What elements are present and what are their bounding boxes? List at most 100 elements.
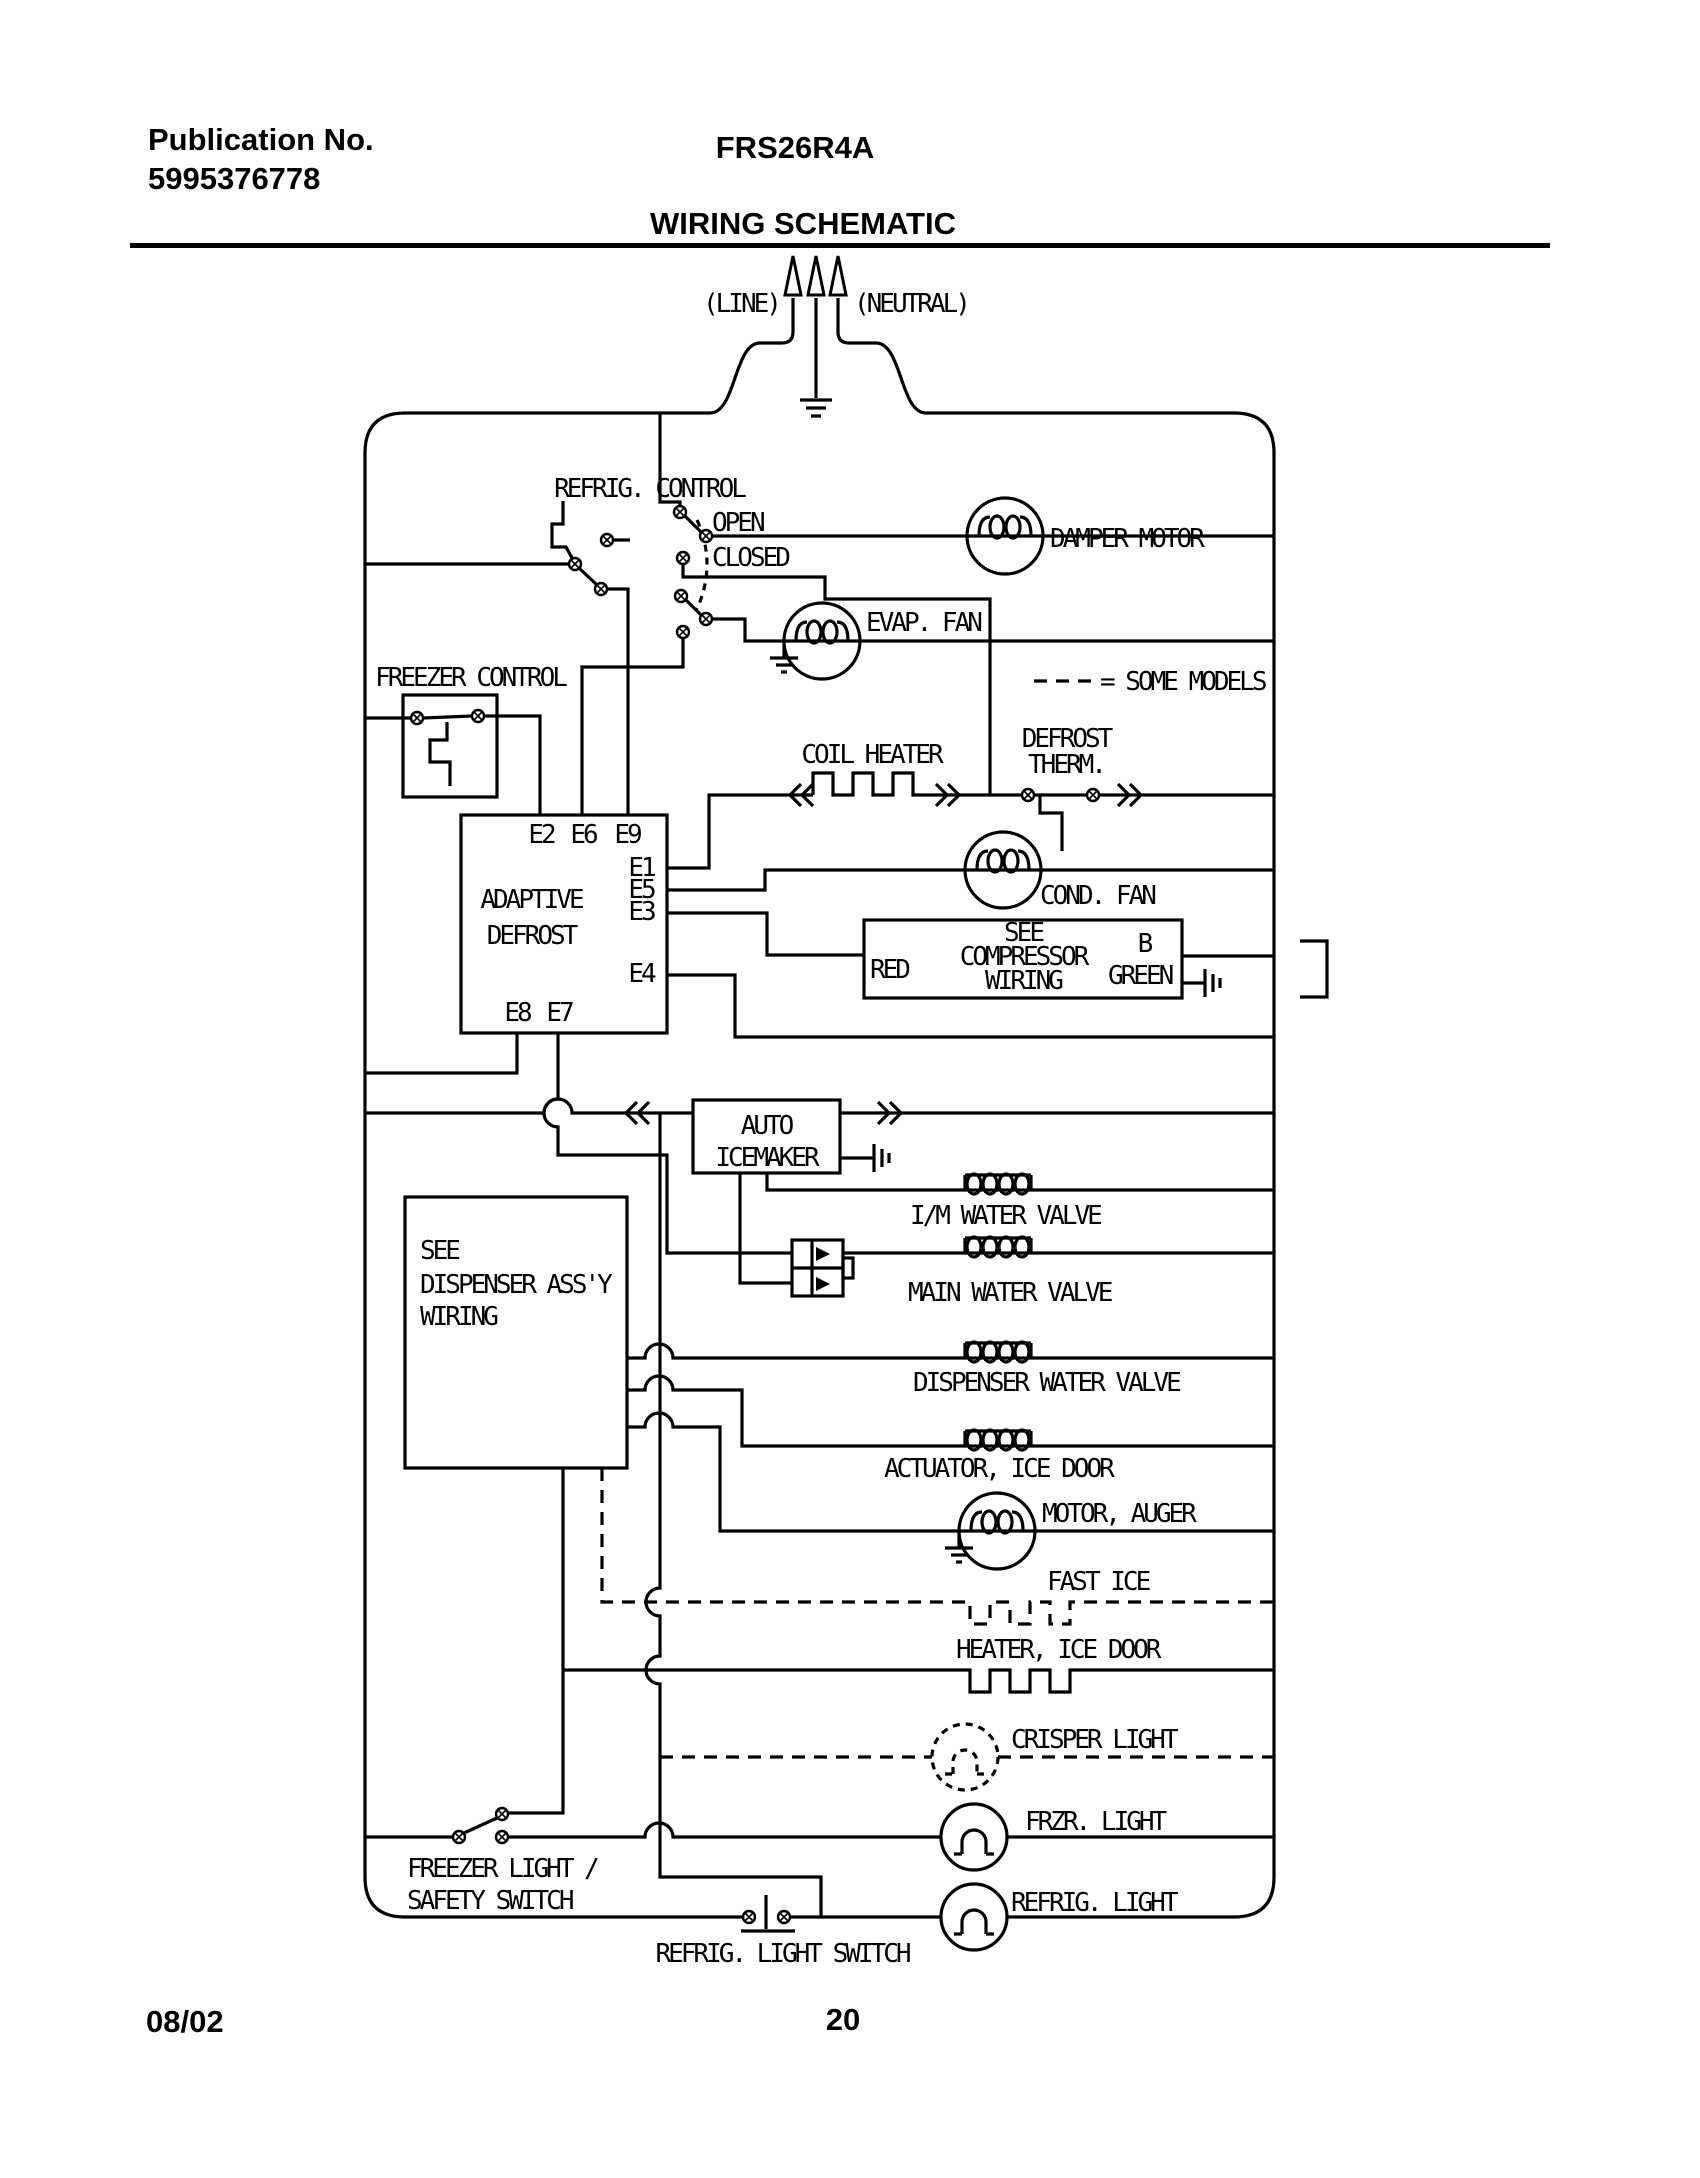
terminal-e5: E5: [628, 875, 655, 905]
connector-pin-icon: [816, 1277, 830, 1291]
circuit-wires: [365, 413, 1274, 1933]
page-title: WIRING SCHEMATIC: [650, 206, 956, 241]
green-wire-label: GREEN: [1108, 961, 1173, 991]
main-water-valve-coil-icon: [963, 1235, 1033, 1259]
supply-ground-icon: [800, 398, 832, 418]
wire-actuator-row: [627, 1374, 1274, 1448]
auto-icemaker-label-2: ICEMAKER: [715, 1143, 820, 1173]
terminal-e9: E9: [614, 820, 641, 850]
heater-ice-door-label: HEATER, ICE DOOR: [956, 1635, 1162, 1665]
terminal-e7: E7: [546, 998, 573, 1028]
wire-closed-route: [681, 564, 992, 795]
wire-auger-row: [627, 1411, 1274, 1533]
wire-frzr-row-mid: [508, 1821, 941, 1839]
dispenser-water-valve-coil-icon: [963, 1340, 1033, 1364]
connector-dividers: [792, 1240, 843, 1296]
wire-outer-top-left: [405, 298, 795, 415]
defrost-therm-pointer: [1038, 795, 1064, 851]
footer-page-number: 20: [826, 2002, 860, 2037]
compressor-bracket-icon: [1300, 939, 1329, 999]
wire-line-to-switch: [658, 413, 682, 506]
refrig-control-blade-lower: [684, 598, 703, 617]
damper-motor-label: DAMPER MOTOR: [1050, 524, 1205, 554]
adaptive-defrost-label-1: ADAPTIVE: [480, 885, 583, 915]
harness-connector-icon: [790, 1238, 855, 1298]
damper-motor-icon: [965, 496, 1045, 576]
connector-pin-icon: [816, 1247, 830, 1261]
compressor-box: [862, 918, 1184, 1000]
closed-label: CLOSED: [712, 543, 790, 573]
main-water-valve-label: MAIN WATER VALVE: [908, 1278, 1112, 1308]
terminal-e6: E6: [570, 820, 597, 850]
evap-fan-label: EVAP. FAN: [866, 608, 981, 638]
neutral-arrow-icon: [828, 255, 848, 297]
green-ground-icon: [1182, 969, 1222, 997]
refrig-control-blade-a: [577, 566, 599, 587]
dispenser-label-2: DISPENSER ASS'Y: [420, 1270, 613, 1300]
cond-fan-label: COND. FAN: [1040, 881, 1155, 911]
some-models-wires: [600, 519, 1274, 1759]
wire-dispenser-valve-row: [627, 1342, 1274, 1360]
auto-icemaker-label-1: AUTO: [741, 1111, 794, 1141]
compressor-label-3: WIRING: [985, 966, 1063, 996]
coil-heater-resistor-icon: [811, 771, 930, 797]
wire-distribution-bus: [644, 1113, 823, 1917]
actuator-coil-icon: [963, 1428, 1033, 1452]
evap-fan-motor-icon: [782, 601, 862, 681]
wire-to-e9: [607, 587, 630, 815]
wire-fast-ice-row: [600, 1468, 1274, 1626]
freezer-safety-label-1: FREEZER LIGHT /: [407, 1854, 598, 1884]
refrig-control-blade-upper: [683, 514, 703, 534]
terminal-e4: E4: [628, 959, 656, 989]
terminal-e3: E3: [628, 897, 655, 927]
wire-im-valve-feed: [765, 1173, 965, 1192]
icemaker-ground-icon: [840, 1144, 891, 1172]
wire-e3-red: [667, 911, 864, 957]
frzr-light-lamp-icon: [939, 1802, 1009, 1872]
freezer-control-label: FREEZER CONTROL: [375, 663, 567, 693]
switch-contacts: [409, 504, 1101, 1925]
adaptive-defrost-box: [459, 813, 669, 1035]
publication-number: 5995376778: [148, 161, 320, 196]
crisper-light-lamp-icon: [930, 1722, 1000, 1792]
publication-label: Publication No.: [148, 122, 374, 157]
auger-motor-icon: [957, 1491, 1037, 1571]
auto-icemaker-box: [691, 1098, 842, 1175]
outer-border-wires: [363, 298, 1276, 1919]
neutral-label: (NEUTRAL): [854, 289, 968, 319]
refrig-light-switch-button: [741, 1895, 795, 1933]
im-water-valve-label: I/M WATER VALVE: [910, 1201, 1101, 1231]
open-label: OPEN: [712, 508, 764, 538]
title-rule: [130, 243, 1550, 248]
dispenser-water-valve-label: DISPENSER WATER VALVE: [913, 1368, 1180, 1398]
refrig-control-pointer: [550, 501, 574, 559]
terminal-e1: E1: [628, 853, 655, 883]
wire-to-e6: [580, 638, 685, 815]
wire-outer-left: [363, 411, 743, 1919]
footer-date: 08/02: [146, 2004, 224, 2039]
freezer-control-box: [401, 693, 499, 799]
compressor-label-1: SEE: [1004, 918, 1043, 948]
wire-to-e2: [484, 714, 542, 815]
inline-connector-chevrons-icon: [623, 782, 1144, 1126]
line-arrow-icon: [783, 255, 803, 297]
im-water-valve-coil-icon: [963, 1172, 1033, 1196]
freezer-safety-label-2: SAFETY SWITCH: [407, 1886, 573, 1916]
freezer-ctl-blade: [422, 714, 473, 720]
frzr-light-label: FRZR. LIGHT: [1025, 1807, 1168, 1837]
wire-e8: [365, 1033, 519, 1075]
refrig-control-label: REFRIG. CONTROL: [554, 474, 746, 504]
dispenser-label-3: WIRING: [420, 1302, 498, 1332]
adaptive-defrost-label-2: DEFROST: [487, 921, 579, 951]
switch-gang-link: [695, 519, 709, 610]
refrig-light-lamp-icon: [939, 1882, 1009, 1952]
defrost-therm-label-2: THERM.: [1028, 750, 1104, 780]
wire-icemaker-left: [365, 1097, 693, 1115]
wire-e1-coilheater: [667, 793, 813, 870]
wire-icemaker-pin: [738, 1173, 792, 1285]
refrig-light-label: REFRIG. LIGHT: [1011, 1888, 1179, 1918]
cond-fan-motor-icon: [963, 830, 1043, 910]
connector-tab: [841, 1256, 855, 1280]
ground-arrow-icon: [806, 255, 826, 297]
